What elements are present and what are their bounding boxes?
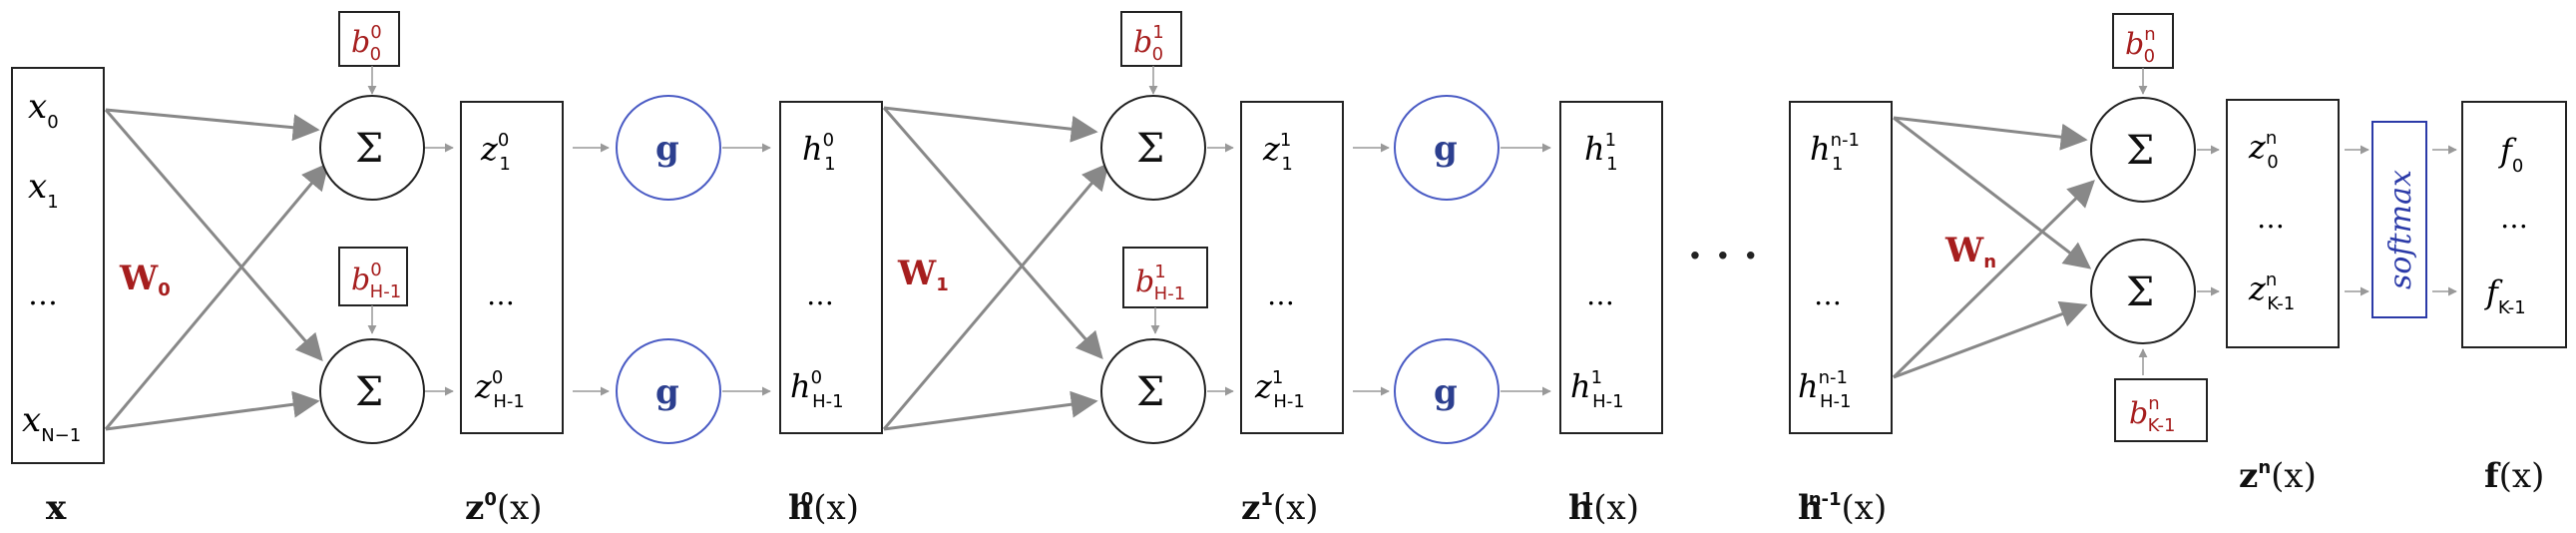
svg-text:fK-1: fK-1 — [2484, 273, 2526, 318]
weights-wn-arrows — [1892, 116, 2095, 379]
svg-text:b10: b10 — [1133, 22, 1164, 65]
label-hn-1: hn-1(x) — [1798, 488, 1887, 528]
svg-text:bnK-1: bnK-1 — [2129, 393, 2176, 436]
svg-text:…: … — [2500, 202, 2528, 235]
sigma-l0-top: Σ — [355, 126, 383, 172]
input-x0: x0 — [28, 87, 59, 133]
label-x: x — [46, 488, 67, 528]
svg-text:softmax: softmax — [2383, 170, 2418, 289]
input-xN-1: xN−1 — [22, 400, 81, 446]
svg-text:g: g — [655, 129, 679, 169]
svg-text:z1H-1: z1H-1 — [1254, 367, 1305, 412]
input-ellipsis: … — [28, 277, 58, 312]
svg-text:g: g — [655, 372, 679, 412]
label-z0: z0(x) — [465, 488, 543, 528]
svg-text:b1H-1: b1H-1 — [1135, 262, 1185, 304]
sum-node-l1-top — [1100, 95, 1206, 201]
activation-g-l0-bottom — [616, 338, 721, 444]
svg-text:h1H-1: h1H-1 — [1570, 367, 1624, 412]
weight-w1: W1 — [897, 254, 949, 295]
svg-text:…: … — [487, 278, 515, 311]
svg-text:g: g — [1434, 129, 1458, 169]
svg-text:…: … — [1267, 278, 1295, 311]
weight-wn: Wn — [1944, 231, 1996, 272]
label-h1: h1(x) — [1568, 488, 1639, 528]
sum-node-l0-bottom — [319, 338, 425, 444]
label-zn: zn(x) — [2239, 456, 2317, 496]
sum-node-l0-top — [319, 95, 425, 201]
label-f: f(x) — [2484, 456, 2544, 496]
svg-text:bn0: bn0 — [2125, 24, 2156, 67]
svg-text:h01: h01 — [802, 130, 836, 175]
svg-text:b0H-1: b0H-1 — [351, 260, 401, 302]
sum-node-out-top — [2090, 97, 2196, 203]
activation-g-l0-top — [616, 95, 721, 201]
activation-g-l1-top — [1394, 95, 1500, 201]
sigma-l0-bottom: Σ — [355, 369, 383, 415]
sum-node-l1-bottom — [1100, 338, 1206, 444]
softmax-block: softmax — [2371, 121, 2427, 318]
weights-w0-arrows — [104, 108, 329, 431]
activation-g-l1-bottom — [1394, 338, 1500, 444]
input-x1: x1 — [28, 167, 59, 213]
svg-text:z11: z11 — [1262, 130, 1293, 175]
svg-text:…: … — [806, 278, 834, 311]
svg-text:znK-1: znK-1 — [2248, 269, 2295, 314]
svg-text:…: … — [1814, 278, 1842, 311]
svg-text:h11: h11 — [1584, 130, 1618, 175]
svg-text:f0: f0 — [2498, 132, 2523, 177]
label-h0: h0(x) — [788, 488, 859, 528]
svg-text:b00: b00 — [351, 22, 382, 65]
svg-text:z0H-1: z0H-1 — [474, 367, 525, 412]
weights-w1-arrows — [882, 106, 1109, 431]
svg-text:g: g — [1434, 372, 1458, 412]
label-z1: z1(x) — [1241, 488, 1319, 528]
svg-text:zn0: zn0 — [2248, 128, 2279, 173]
svg-text:hn-11: hn-11 — [1810, 130, 1860, 175]
svg-text:Σ: Σ — [1136, 369, 1164, 415]
sum-node-out-bottom — [2090, 239, 2196, 344]
svg-text:hn-1H-1: hn-1H-1 — [1798, 367, 1851, 412]
svg-text:Σ: Σ — [2126, 269, 2154, 315]
svg-text:z01: z01 — [480, 130, 511, 175]
weight-w0: W0 — [119, 259, 171, 300]
svg-text:h0H-1: h0H-1 — [790, 367, 844, 412]
layers-ellipsis: · · · — [1688, 233, 1758, 279]
input-vector: x0 x1 … xN−1 — [11, 67, 105, 464]
svg-text:…: … — [1586, 278, 1614, 311]
svg-text:…: … — [2257, 202, 2285, 235]
svg-text:Σ: Σ — [1136, 126, 1164, 172]
f-vector: f0 … fK-1 — [2461, 101, 2567, 348]
svg-text:Σ: Σ — [2126, 128, 2154, 174]
